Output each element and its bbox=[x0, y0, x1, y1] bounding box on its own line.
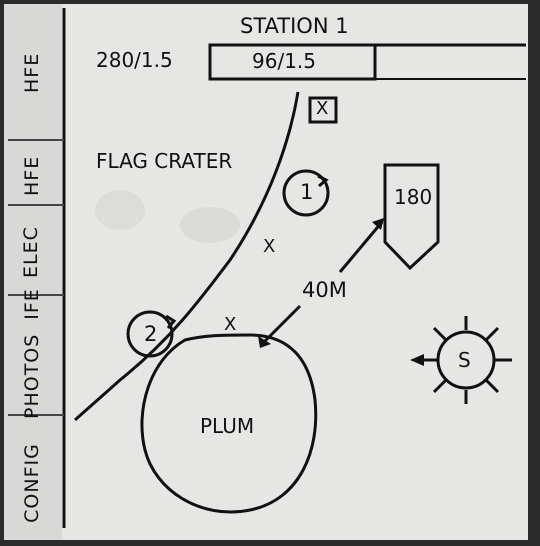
crater-rim-line bbox=[73, 91, 300, 422]
flag-crater-label: FLAG CRATER bbox=[96, 149, 233, 173]
plum-crater-outline bbox=[140, 333, 318, 514]
boxed-x-label: X bbox=[316, 98, 329, 119]
boxed-x-marker bbox=[308, 96, 338, 124]
plum-label: PLUM bbox=[200, 414, 255, 438]
x-mark-upper: X bbox=[263, 236, 276, 257]
crater-arrow bbox=[260, 304, 302, 346]
marker-1-label: 1 bbox=[300, 180, 314, 204]
heading-pointer bbox=[383, 163, 440, 271]
box-reading: 96/1.5 bbox=[252, 49, 316, 73]
tab-elec[interactable]: ELEC bbox=[20, 226, 42, 278]
sun-arrow-icon bbox=[410, 354, 424, 366]
distance-label: 40M bbox=[302, 278, 347, 302]
marker-1-circle bbox=[282, 169, 330, 217]
heading-label: 180 bbox=[394, 185, 433, 209]
tab-photos[interactable]: PHOTOS bbox=[21, 333, 43, 419]
tab-ife[interactable]: IFE bbox=[21, 288, 43, 320]
tab-hfe-top[interactable]: HFE bbox=[21, 52, 43, 93]
sun-label: S bbox=[458, 348, 471, 372]
left-reading: 280/1.5 bbox=[96, 48, 173, 72]
station-title: STATION 1 bbox=[240, 14, 349, 38]
marker-2-circle bbox=[126, 310, 174, 358]
paper-background bbox=[4, 4, 528, 540]
x-mark-lower: X bbox=[224, 314, 237, 335]
heading-arrow bbox=[338, 221, 384, 273]
tab-hfe-lower[interactable]: HFE bbox=[21, 155, 43, 196]
marker-2-label: 2 bbox=[144, 322, 158, 346]
tab-config[interactable]: CONFIG bbox=[21, 443, 43, 523]
